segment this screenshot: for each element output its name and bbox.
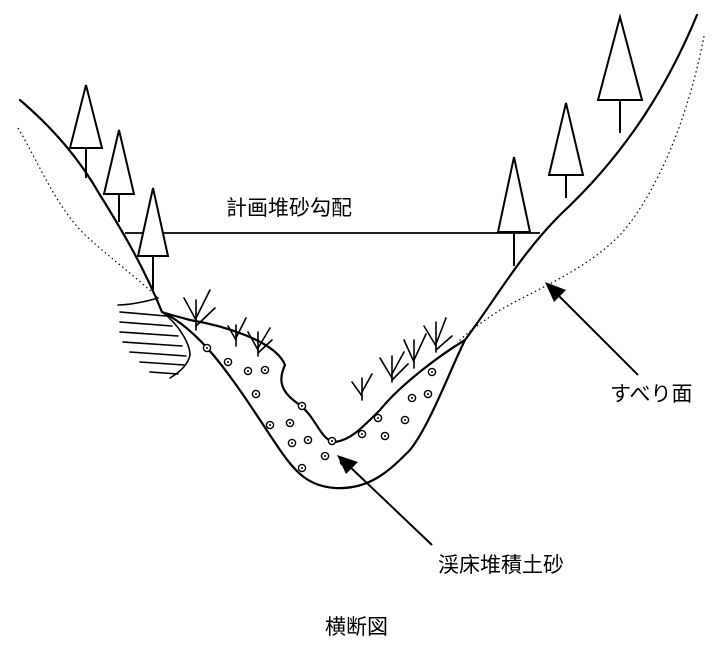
pebble bbox=[373, 413, 383, 423]
pebble bbox=[357, 429, 367, 439]
arrow-riverbed-sediment bbox=[337, 455, 433, 546]
pebble bbox=[327, 436, 337, 446]
pebble bbox=[202, 343, 212, 353]
tree-left-2 bbox=[102, 129, 136, 222]
grass-tuft bbox=[351, 373, 373, 401]
pebble bbox=[303, 435, 313, 445]
valley-slope-right bbox=[463, 13, 699, 342]
sediment-pebbles bbox=[202, 343, 437, 473]
pebble bbox=[251, 389, 261, 399]
pebble bbox=[427, 367, 437, 377]
slip-surface-right bbox=[457, 35, 705, 343]
pebble bbox=[285, 418, 295, 428]
tree-left-3 bbox=[136, 187, 170, 290]
label-riverbed-sediment: 渓床堆積土砂 bbox=[438, 553, 564, 577]
tree-right-3 bbox=[596, 13, 644, 133]
tree-right-1 bbox=[496, 156, 532, 266]
pebble bbox=[260, 365, 270, 375]
diagram-title: 横断図 bbox=[325, 615, 388, 639]
pebble bbox=[380, 431, 390, 441]
arrow-slip-surface bbox=[545, 282, 639, 376]
label-slip-surface: すべり面 bbox=[610, 382, 693, 406]
valley-slope-left bbox=[18, 98, 164, 314]
pebble bbox=[287, 438, 297, 448]
pebble bbox=[223, 357, 233, 367]
pebble bbox=[297, 463, 307, 473]
pebble bbox=[400, 415, 410, 425]
pebble bbox=[265, 420, 275, 430]
pebble bbox=[423, 389, 433, 399]
grass-tufts bbox=[183, 289, 453, 401]
label-planned-sediment-gradient: 計画堆砂勾配 bbox=[226, 196, 352, 220]
pebble bbox=[320, 451, 330, 461]
grass-tuft bbox=[247, 327, 273, 357]
cliff-hatching bbox=[117, 297, 191, 379]
grass-tuft bbox=[183, 289, 216, 331]
tree-left-1 bbox=[68, 84, 104, 178]
pebble bbox=[297, 401, 307, 411]
slip-surface-left bbox=[17, 127, 159, 299]
tree-right-2 bbox=[547, 102, 585, 198]
sediment-deposit-outline bbox=[160, 310, 467, 490]
grass-tuft bbox=[227, 317, 247, 347]
pebble bbox=[243, 366, 253, 376]
grass-tuft bbox=[403, 333, 427, 369]
grass-tuft bbox=[379, 351, 409, 383]
pebble bbox=[407, 393, 417, 403]
grass-tuft bbox=[423, 317, 453, 353]
